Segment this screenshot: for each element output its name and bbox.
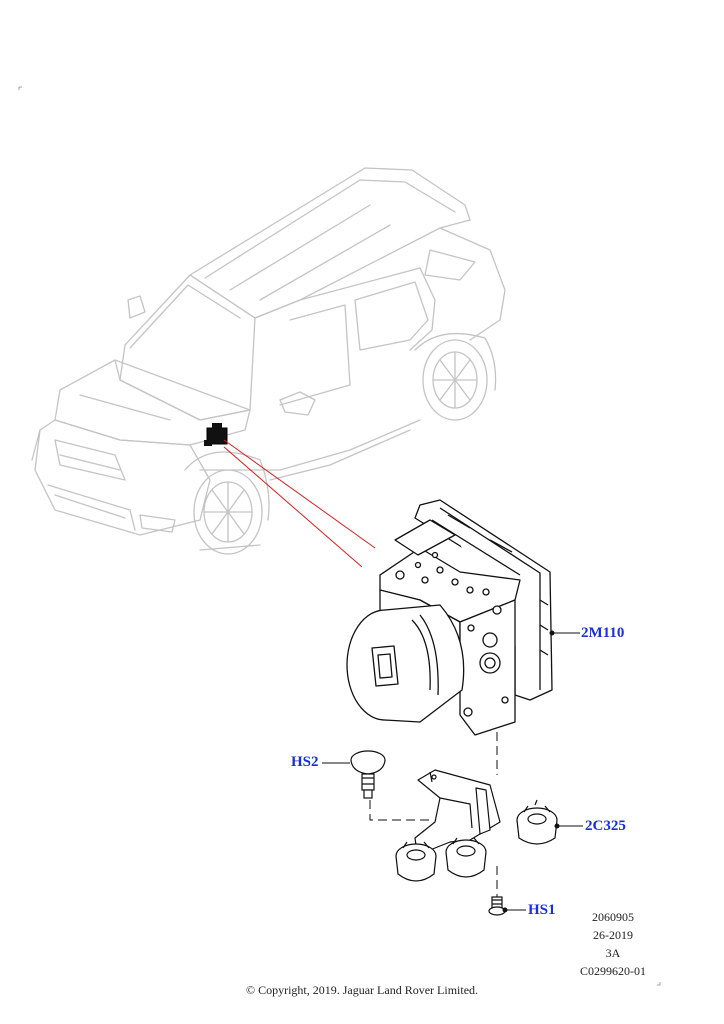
vehicle-outline bbox=[31, 167, 506, 555]
ref-line-4: C0299620-01 bbox=[580, 964, 646, 978]
corner-marks bbox=[18, 86, 661, 986]
mounting-bracket bbox=[395, 769, 558, 882]
copyright-notice: © Copyright, 2019. Jaguar Land Rover Lim… bbox=[245, 983, 479, 997]
isolator-middle bbox=[445, 837, 487, 878]
ref-line-1: 2060905 bbox=[592, 910, 634, 924]
ref-line-3: 3A bbox=[605, 946, 621, 960]
red-leader-lines bbox=[223, 439, 376, 568]
callout-hs2[interactable]: HS2 bbox=[291, 754, 319, 770]
alignment-dash-lines bbox=[369, 732, 498, 900]
abs-modulator-unit bbox=[346, 499, 553, 736]
callout-2m110[interactable]: 2M110 bbox=[581, 625, 625, 641]
callout-leaders bbox=[322, 630, 583, 913]
isolator-left bbox=[395, 841, 437, 882]
ref-line-2: 26-2019 bbox=[593, 928, 633, 942]
callout-2c325[interactable]: 2C325 bbox=[585, 818, 626, 834]
vehicle-abs-location-marker bbox=[204, 423, 228, 446]
isolator-right bbox=[516, 799, 558, 845]
hs2-mounting-pin bbox=[350, 750, 386, 799]
callout-hs1[interactable]: HS1 bbox=[528, 902, 556, 918]
hs1-bolt bbox=[488, 896, 506, 916]
